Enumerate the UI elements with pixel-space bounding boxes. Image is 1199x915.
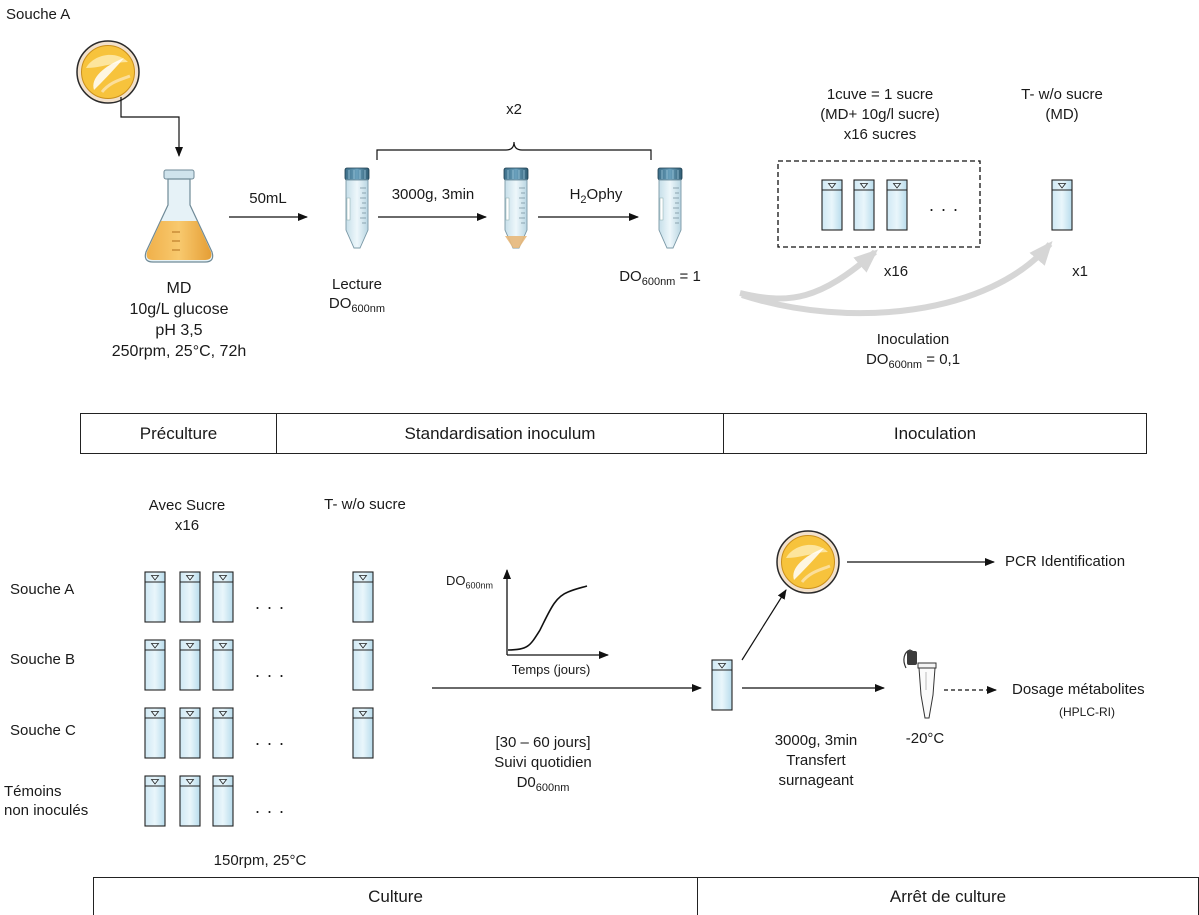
sample-cuvette-icon [711, 659, 733, 711]
phase-bar-top: Préculture Standardisation inoculum Inoc… [80, 413, 1147, 454]
phase-stop: Arrêt de culture [889, 886, 1007, 906]
arrow-to-plating [741, 589, 787, 661]
ellipsis: . . . [255, 729, 286, 749]
falcon-tube-icon [657, 167, 683, 249]
row-strain-c: Souche C [10, 722, 76, 739]
cuvette-icon [821, 179, 843, 231]
column-control-header: T- w/o sucre [324, 496, 406, 513]
reading-label: Lecture DO600nm [328, 276, 386, 315]
cuvette-header: 1cuve = 1 sucre (MD+ 10g/l sucre) x16 su… [820, 86, 940, 143]
control-cuvette-icon [1051, 179, 1073, 231]
ellipsis: . . . [929, 195, 960, 215]
volume-label: 50mL [249, 190, 287, 207]
freeze-label: -20°C [905, 730, 945, 747]
centrifuge-label: 3000g, 3min [391, 186, 475, 203]
inoculation-arrow [739, 249, 879, 302]
count-control: x1 [1072, 263, 1088, 280]
row-strain-a: Souche A [10, 581, 75, 598]
flask-label: MD 10g/L glucose pH 3,5 250rpm, 25°C, 72… [111, 280, 247, 360]
standard-od-label: DO600nm = 1 [619, 268, 701, 288]
phase-bar-bottom: Culture Arrêt de culture [93, 877, 1199, 915]
culture-info: [30 – 60 jours] Suivi quotidien D0600nm [494, 734, 592, 794]
connector-arrow [120, 97, 183, 157]
graph-y-label: DO600nm [446, 573, 494, 591]
phase-culture: Culture [94, 878, 698, 915]
phase-standardisation: Standardisation inoculum [277, 414, 724, 453]
repeat-label: x2 [506, 101, 522, 118]
eppendorf-tube-icon [903, 649, 937, 719]
repeat-bracket [376, 141, 652, 160]
falcon-tube-pellet-icon [503, 167, 529, 249]
ellipsis: . . . [255, 797, 286, 817]
petri-dish-icon [775, 529, 841, 595]
count-sugar: x16 [883, 263, 909, 280]
ellipsis: . . . [255, 593, 286, 613]
petri-dish-icon [75, 39, 141, 105]
ellipsis: . . . [255, 661, 286, 681]
row-uninoculated: Témoins non inoculés [4, 783, 89, 819]
column-sugar-header: Avec Sucre x16 [148, 497, 226, 534]
culture-conditions: 150rpm, 25°C [213, 852, 307, 869]
pcr-label: PCR Identification [1005, 553, 1126, 570]
sugar-cuvette-group [777, 160, 981, 248]
control-header: T- w/o sucre (MD) [1021, 86, 1103, 123]
assay-label: Dosage métabolites [1012, 681, 1145, 698]
water-label: H2Ophy [569, 186, 623, 206]
phase-inoculation: Inoculation [893, 423, 977, 443]
inoculation-arrow [741, 240, 1053, 317]
erlenmeyer-flask-icon [144, 169, 214, 263]
growth-curve-graph [503, 569, 609, 659]
assay-method-label: (HPLC-RI) [1059, 705, 1115, 719]
falcon-tube-icon [344, 167, 370, 249]
centrifuge-transfer-label: 3000g, 3min Transfert surnageant [774, 732, 858, 789]
phase-preculture: Préculture [81, 414, 277, 453]
cuvette-icon [886, 179, 908, 231]
row-strain-b: Souche B [10, 651, 76, 668]
cuvette-icon [853, 179, 875, 231]
strain-label: Souche A [6, 6, 71, 23]
inoculation-label: Inoculation DO600nm = 0,1 [865, 331, 961, 371]
graph-x-label: Temps (jours) [511, 662, 591, 677]
